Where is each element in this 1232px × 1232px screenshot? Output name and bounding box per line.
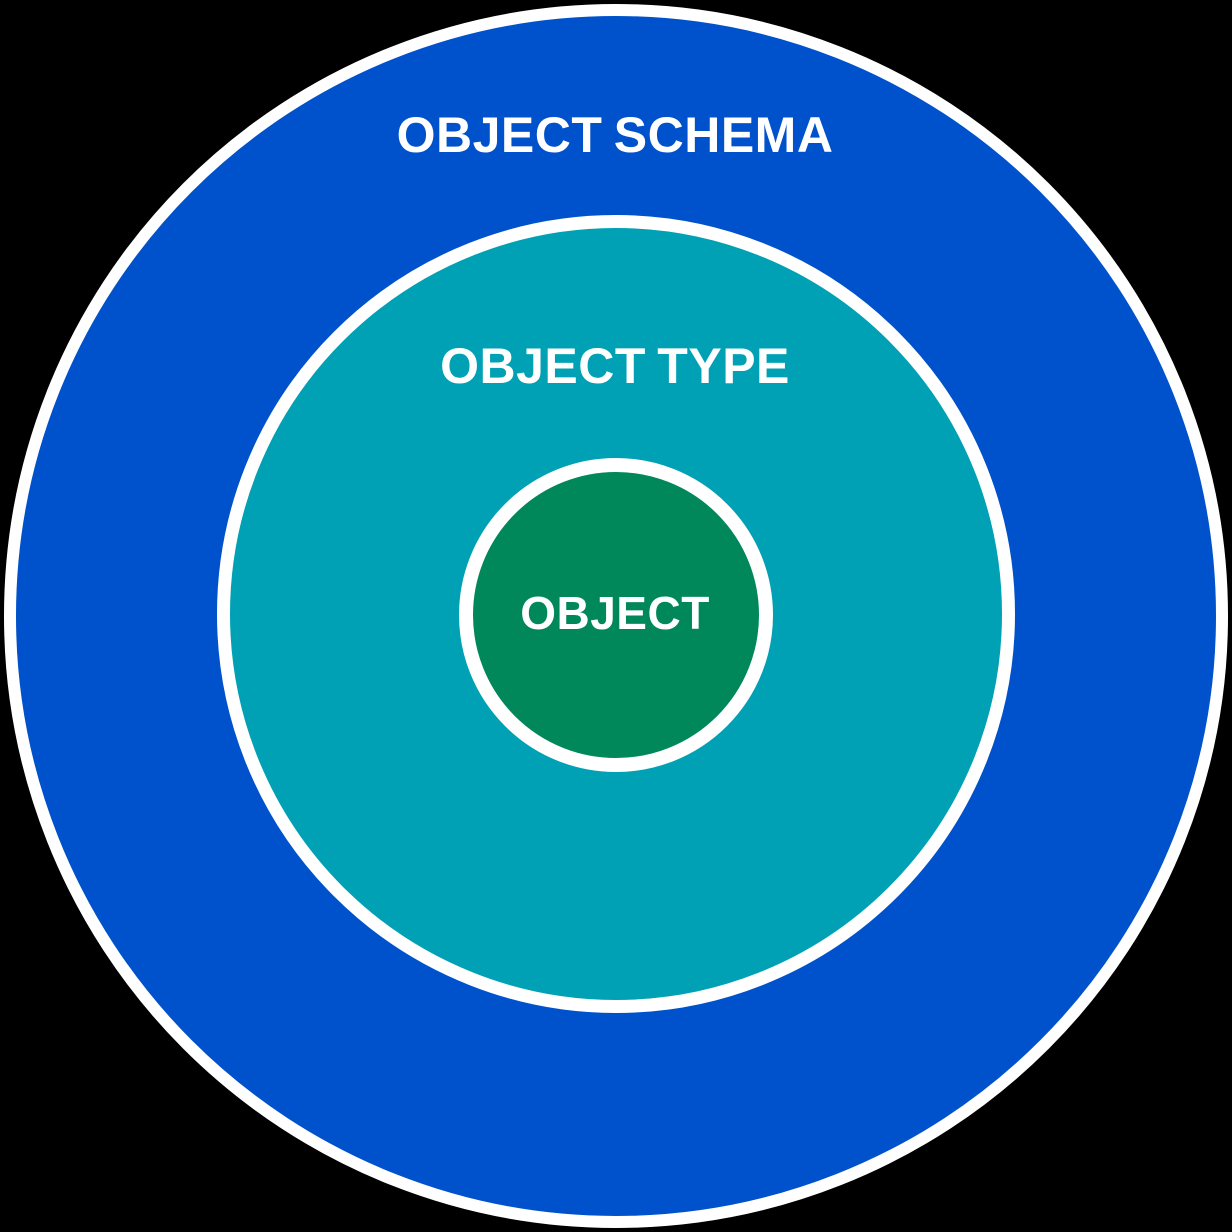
object-type-label: OBJECT TYPE [440, 338, 790, 394]
object-label: OBJECT [520, 587, 710, 639]
object-schema-label: OBJECT SCHEMA [396, 107, 834, 163]
